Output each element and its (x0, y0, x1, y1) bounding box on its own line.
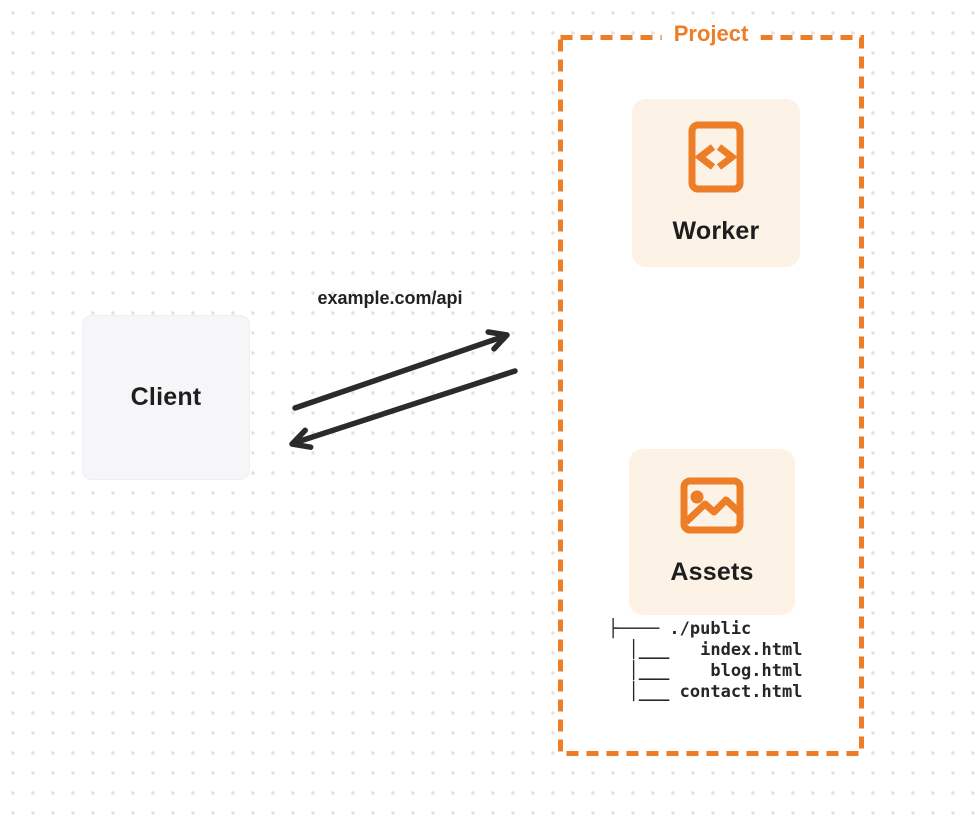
request-arrow (292, 329, 510, 411)
project-container: Project Worker Assets ├──── ./public │__ (558, 21, 864, 756)
project-label: Project (661, 21, 761, 47)
code-icon (688, 121, 744, 192)
assets-node: Assets (629, 449, 795, 615)
request-url-label: example.com/api (317, 288, 463, 308)
worker-node: Worker (632, 99, 800, 267)
client-node: Client (82, 315, 250, 480)
response-arrow (289, 368, 518, 450)
client-label: Client (130, 383, 202, 411)
image-icon (680, 477, 744, 534)
assets-label: Assets (670, 558, 754, 586)
public-directory-tree: ├──── ./public │___ index.html │___ blog… (608, 619, 803, 702)
worker-label: Worker (672, 216, 760, 245)
